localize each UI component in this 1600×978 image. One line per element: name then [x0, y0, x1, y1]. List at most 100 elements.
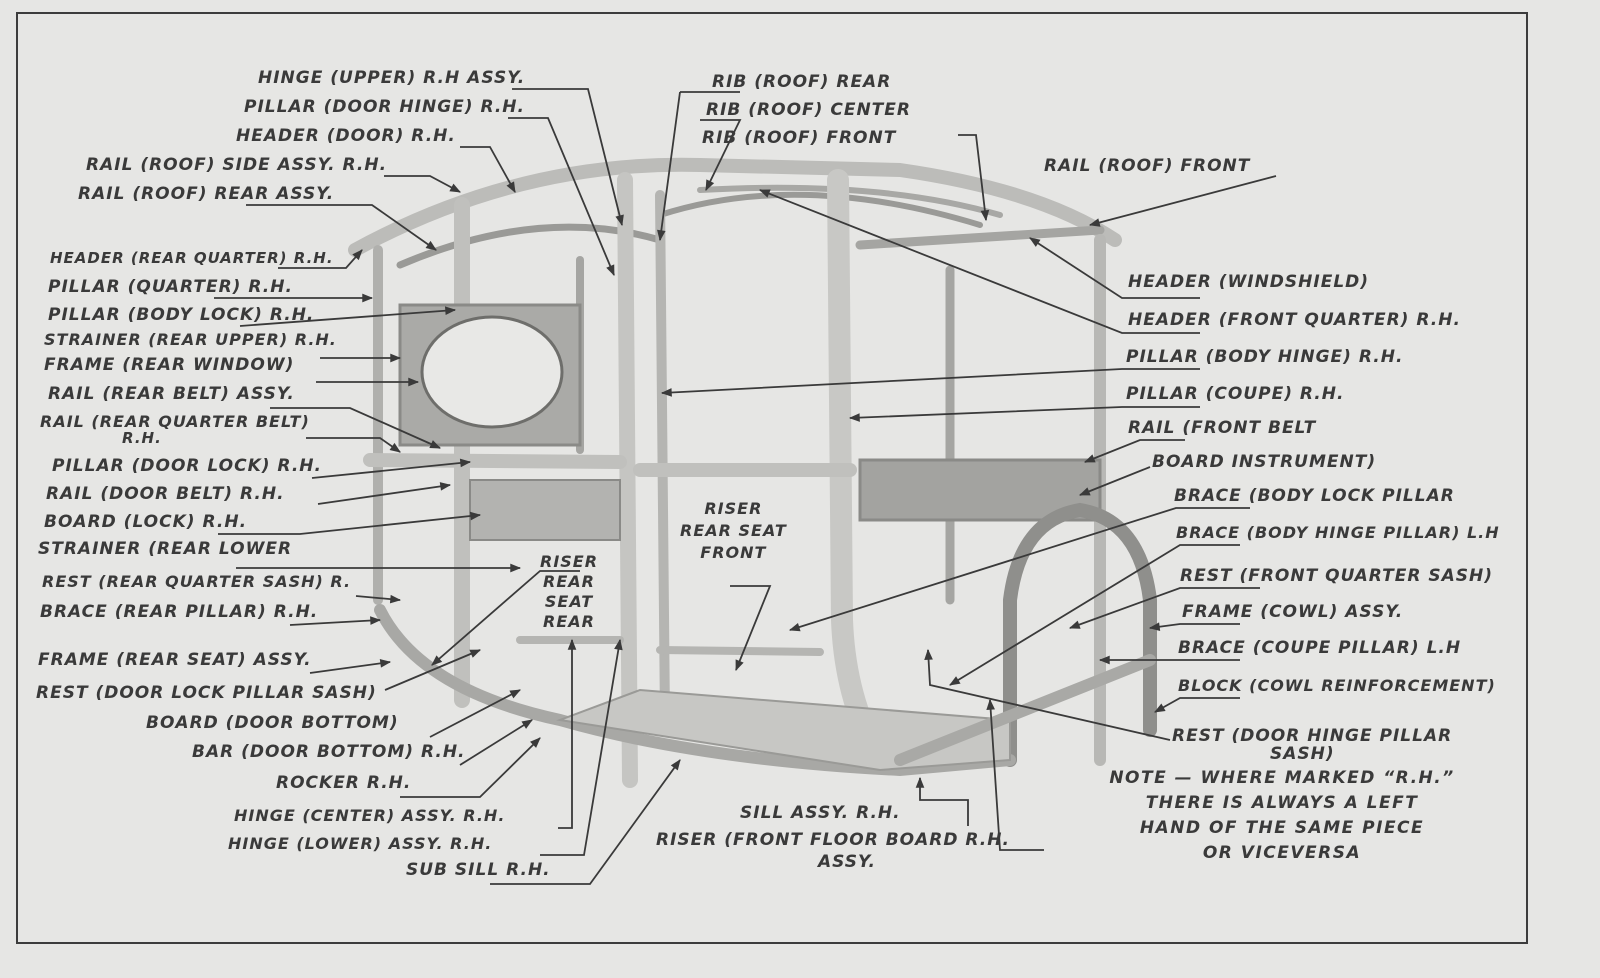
leader-line-rib-roof-front — [958, 134, 990, 222]
label-rest-front-quarter-sash: REST (FRONT QUARTER SASH) — [1180, 566, 1493, 586]
label-brace-body-hinge-pillar: BRACE (BODY HINGE PILLAR) L.H — [1176, 523, 1500, 542]
leader-line-rail-rear-belt — [270, 407, 441, 449]
leader-line-pillar-body-lock — [239, 306, 457, 327]
leader-line-header-front-quarter — [758, 189, 1200, 334]
leader-line-hinge-center — [558, 638, 577, 829]
label-header-front-quarter: HEADER (FRONT QUARTER) R.H. — [1128, 310, 1461, 330]
leader-line-pillar-coupe — [848, 406, 1200, 422]
leader-line-frame-rear-seat — [309, 659, 392, 674]
lock-board — [469, 479, 621, 541]
label-board-lock: BOARD (LOCK) R.H. — [44, 512, 248, 532]
label-brace-rear-pillar: BRACE (REAR PILLAR) R.H. — [40, 602, 319, 622]
leader-line-brace-body-lock-pillar — [788, 507, 1250, 632]
belt-rail-rear — [363, 453, 627, 469]
label-pillar-body-lock: PILLAR (BODY LOCK) R.H. — [48, 305, 315, 325]
label-sub-sill: SUB SILL R.H. — [406, 860, 551, 880]
front-seat-riser — [656, 646, 824, 656]
leader-line-rail-rear-quarter-belt — [306, 437, 401, 453]
header-windshield-bar — [855, 225, 1105, 250]
label-pillar-coupe: PILLAR (COUPE) R.H. — [1126, 384, 1345, 404]
sill-rocker — [374, 604, 1016, 777]
page-border — [16, 12, 1528, 944]
label-pillar-quarter: PILLAR (QUARTER) R.H. — [48, 277, 293, 297]
note-line: NOTE — WHERE MARKED “R.H.” — [1109, 768, 1455, 788]
label-pillar-door-hinge: PILLAR (DOOR HINGE) R.H. — [244, 97, 525, 117]
label-sill-assy: SILL ASSY. R.H. — [740, 803, 901, 823]
leader-line-rest-door-hinge-pillar-sash — [924, 648, 1171, 741]
label-pillar-door-lock: PILLAR (DOOR LOCK) R.H. — [52, 456, 322, 476]
leader-line-rest-rear-quarter-sash — [355, 594, 402, 604]
rear-window-opening — [420, 315, 564, 429]
label-strainer-rear-lower: STRAINER (REAR LOWER — [38, 539, 293, 559]
leader-line-pillar-door-lock — [311, 458, 472, 479]
label-rest-door-hinge-pillar-sash: REST (DOOR HINGE PILLAR — [1172, 726, 1453, 746]
label-rib-roof-center: RIB (ROOF) CENTER — [706, 100, 911, 120]
label-line: SEAT — [544, 592, 594, 611]
leader-line-pillar-body-hinge — [660, 368, 1200, 397]
leader-line-block-cowl-reinforcement — [1154, 697, 1240, 713]
label-brace-coupe-pillar: BRACE (COUPE PILLAR) L.H — [1178, 638, 1462, 658]
pillar-door-lock — [617, 172, 638, 788]
leader-line-rail-front-belt — [1083, 439, 1185, 463]
cowl-brace — [894, 654, 1156, 766]
note-block: NOTE — WHERE MARKED “R.H.” THERE IS ALWA… — [1092, 766, 1472, 866]
leader-line-header-door — [460, 146, 516, 193]
leader-lines — [214, 88, 1277, 885]
label-riser-rear-seat-rear: RISER REAR SEAT REAR — [540, 552, 598, 632]
leader-line-riser-front-floor-board — [986, 698, 1044, 851]
label-line: RISER — [704, 499, 763, 518]
label-pillar-body-hinge: PILLAR (BODY HINGE) R.H. — [1126, 347, 1404, 367]
label-line: REAR — [543, 572, 595, 591]
label-rail-front-belt: RAIL (FRONT BELT — [1128, 418, 1317, 438]
roof-rail-arc — [348, 157, 1122, 257]
label-rest-rear-quarter-sash: REST (REAR QUARTER SASH) R. — [42, 572, 352, 591]
label-frame-cowl: FRAME (COWL) ASSY. — [1182, 602, 1404, 622]
label-header-door: HEADER (DOOR) R.H. — [236, 126, 456, 146]
leader-line-hinge-upper — [512, 88, 624, 227]
label-header-rear-quarter: HEADER (REAR QUARTER) R.H. — [50, 249, 334, 267]
note-line: THERE IS ALWAYS A LEFT — [1145, 793, 1419, 813]
roof-rib-center — [657, 191, 983, 228]
leader-line-brace-body-hinge-pillar — [949, 544, 1240, 686]
label-hinge-center: HINGE (CENTER) ASSY. R.H. — [234, 806, 506, 825]
leader-line-header-rear-quarter — [278, 249, 363, 269]
leader-line-sill-assy — [915, 776, 969, 826]
frame-members — [348, 157, 1157, 788]
label-riser-front-floor-board: RISER (FRONT FLOOR BOARD R.H. — [656, 830, 1010, 850]
label-line: RISER — [540, 552, 599, 571]
label-board-instrument: BOARD INSTRUMENT) — [1152, 452, 1377, 472]
leader-line-board-lock — [218, 511, 482, 535]
leader-line-riser-rear-seat-front — [730, 585, 772, 672]
label-board-door-bottom: BOARD (DOOR BOTTOM) — [146, 713, 399, 733]
label-rest-door-hinge-pillar-sash-line2: SASH) — [1270, 744, 1335, 764]
label-header-windshield: HEADER (WINDSHIELD) — [1128, 272, 1370, 292]
label-rib-roof-rear: RIB (ROOF) REAR — [712, 72, 892, 92]
leader-line-hinge-lower — [540, 638, 623, 856]
label-line: REAR — [543, 612, 595, 631]
label-block-cowl-reinforcement: BLOCK (COWL REINFORCEMENT) — [1178, 676, 1496, 695]
label-rocker: ROCKER R.H. — [276, 773, 412, 793]
leader-line-rocker — [400, 737, 541, 798]
label-line: FRONT — [700, 543, 767, 562]
label-rail-rear-quarter-belt-rh: R.H. — [122, 429, 162, 447]
label-rail-rear-belt: RAIL (REAR BELT) ASSY. — [48, 384, 295, 404]
leader-line-rib-roof-rear-arrow — [657, 91, 681, 242]
label-frame-rear-window: FRAME (REAR WINDOW) — [44, 355, 295, 375]
leader-line-rail-roof-rear — [246, 204, 437, 251]
label-hinge-lower: HINGE (LOWER) ASSY. R.H. — [228, 834, 493, 853]
label-frame-rear-seat: FRAME (REAR SEAT) ASSY. — [38, 650, 312, 670]
label-rail-rear-quarter-belt: RAIL (REAR QUARTER BELT) — [40, 412, 310, 431]
leader-line-rib-roof-center — [700, 119, 742, 191]
label-hinge-upper: HINGE (UPPER) R.H ASSY. — [258, 68, 526, 88]
label-brace-body-lock-pillar: BRACE (BODY LOCK PILLAR — [1174, 486, 1455, 506]
label-line: REAR SEAT — [680, 521, 787, 540]
pillar-door-hinge — [655, 190, 670, 725]
label-riser-rear-seat-front: RISER REAR SEAT FRONT — [680, 498, 787, 564]
roof-rib-front — [697, 184, 1003, 218]
label-rail-roof-front: RAIL (ROOF) FRONT — [1044, 156, 1251, 176]
leader-line-bar-door-bottom — [459, 719, 533, 766]
leader-line-rest-door-lock-pillar-sash — [384, 649, 481, 691]
leader-line-brace-rear-pillar — [289, 616, 382, 626]
leader-line-rest-front-quarter-sash — [1068, 587, 1260, 629]
